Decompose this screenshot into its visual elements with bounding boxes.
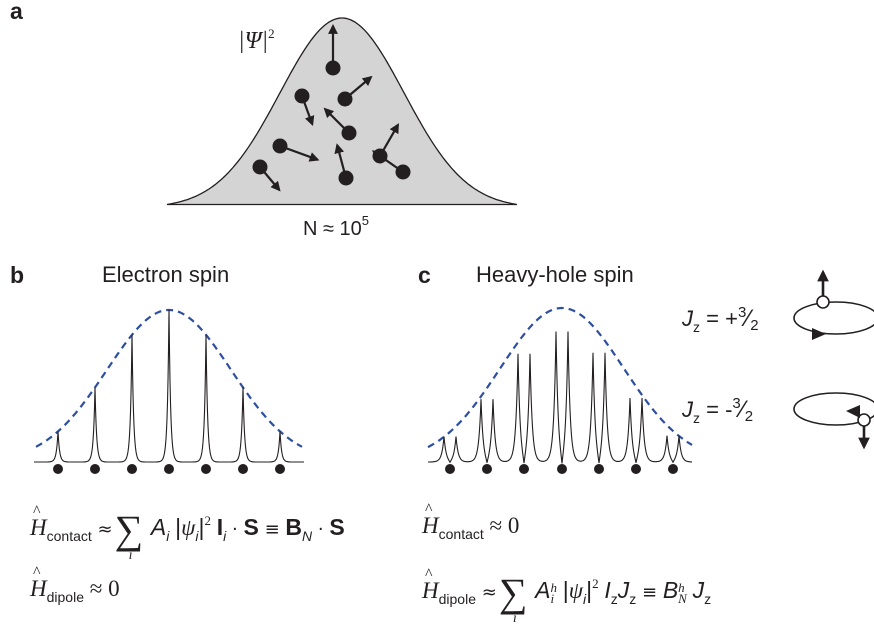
jz-plus-label: Jz = +3⁄2 [682, 304, 759, 335]
lattice-nucleus-b-2 [127, 464, 137, 474]
equiv-op: ≡ [264, 519, 280, 540]
nuclear-spin-sub: i [223, 528, 227, 544]
jz-minus-sign: = - [706, 397, 733, 422]
lattice-nucleus-c-2 [519, 464, 529, 474]
sum-symbol: ∑i [114, 507, 144, 563]
panel-b-title: Electron spin [102, 262, 230, 287]
psi-exp: 2 [204, 513, 211, 528]
eq-c1-rhs: ≈ 0 [489, 513, 520, 538]
psi-label: |Ψ| [238, 28, 269, 54]
lattice-nucleus-b-3 [164, 464, 174, 474]
lattice-nucleus-c-5 [631, 464, 641, 474]
nucleus-dot-1 [294, 88, 310, 104]
wavefunction-envelope [166, 17, 518, 206]
jz-minus-sub: z [693, 410, 700, 426]
jz-minus-j: J [682, 397, 693, 422]
electron-spin-vec: S [243, 514, 259, 540]
hole-contact-hamiltonian: Hcontact ≈ 0 [422, 501, 520, 542]
hole-envelope-dashed [427, 306, 693, 449]
nucleus-dot-8 [252, 159, 268, 175]
panel-c-label: c [418, 262, 431, 288]
psi-exponent: 2 [268, 26, 275, 41]
nucleus-dot-4 [272, 138, 288, 154]
overhauser-field-sub: N [302, 528, 313, 544]
lattice-nucleus-c-6 [668, 464, 678, 474]
jz-minus-num: 3 [732, 395, 741, 412]
nuclear-spin-vec: I [216, 514, 224, 540]
electron-nuclei-row [53, 464, 285, 474]
electron-dipole-hamiltonian: Hdipole ≈ 0 [30, 564, 120, 605]
coef-ah-sup: h [550, 579, 557, 595]
nucleus-dot-6 [338, 170, 354, 186]
panel-a-label: a [10, 0, 23, 24]
hole-field: B [662, 577, 679, 603]
jz2-sub: z [704, 591, 712, 607]
lattice-nucleus-c-0 [445, 464, 455, 474]
nuclei-count-exponent: 5 [361, 213, 370, 228]
nucleus-dot-3 [341, 125, 357, 141]
panel-b-label: b [10, 262, 25, 288]
jz-minus-label: Jz = -3⁄2 [682, 395, 754, 426]
jz2-op: J [692, 577, 705, 603]
psi-i-sub: i [195, 528, 199, 544]
electron-contact-peaks [34, 309, 304, 463]
electron-contact-hamiltonian: Hcontact ≈∑i Ai |ψi|2 Ii · S ≡ BN · S [30, 503, 345, 563]
jz-plus-sign: = + [706, 306, 738, 331]
nuclear-spins-group [252, 24, 411, 192]
jz-sub: z [629, 591, 637, 607]
psi-i-c-sub: i [582, 591, 587, 607]
jz-plus-den: 2 [750, 317, 759, 334]
iz-sub: z [610, 591, 618, 607]
hole-dipolar-peaks [428, 331, 692, 464]
nucleus-dot-7 [395, 164, 411, 180]
dot-op: · [232, 519, 238, 540]
hole-field-sup: h [678, 579, 685, 595]
jz-op: J [617, 577, 630, 603]
eq-b2-lhs-sub: dipole [46, 589, 84, 605]
jz-minus-den: 2 [744, 408, 754, 425]
nucleus-dot-2 [337, 91, 353, 107]
nucleus-dot-0 [325, 60, 341, 76]
hole-field-sub: N [678, 590, 687, 606]
lattice-nucleus-b-5 [238, 464, 248, 474]
nuclei-count-base: N ≈ 10 [303, 218, 362, 240]
coef-a-sub: i [166, 528, 170, 544]
panel-c-title: Heavy-hole spin [476, 262, 634, 287]
coef-ah-sub: i [550, 590, 555, 606]
psi-c-exp: 2 [592, 576, 599, 591]
eq-b2-rhs: ≈ 0 [89, 576, 120, 601]
lattice-nucleus-b-0 [53, 464, 63, 474]
hole-nuclei-row [445, 464, 678, 474]
psi-i-c: ψ [568, 578, 583, 603]
lattice-nucleus-b-4 [201, 464, 211, 474]
psi-i: ψ [181, 515, 196, 540]
electron-spin-vec-2: S [329, 514, 345, 540]
jz-plus-sub: z [693, 319, 700, 335]
overhauser-field: B [285, 514, 303, 540]
eq-b1-lhs-sub: contact [46, 528, 92, 544]
lattice-nucleus-c-1 [482, 464, 492, 474]
eq-c2-lhs-sub: dipole [438, 591, 476, 607]
hole-dipole-hamiltonian: Hdipole ≈∑i Ahi |ψi|2 IzJz ≡ BhN Jz [422, 566, 712, 626]
jz-plus-j: J [682, 306, 693, 331]
lattice-nucleus-c-4 [594, 464, 604, 474]
jz-plus-num: 3 [737, 304, 747, 321]
lattice-nucleus-b-1 [90, 464, 100, 474]
coef-ah: A [535, 577, 551, 603]
lattice-nucleus-b-6 [275, 464, 285, 474]
spin-down-orbit-icon [793, 392, 874, 450]
psi-squared-label: |Ψ|2 [238, 26, 275, 55]
nuclei-count-label: N ≈ 105 [303, 213, 369, 241]
eq-c1-lhs-sub: contact [438, 526, 484, 542]
lattice-nucleus-c-3 [557, 464, 567, 474]
coef-a: A [150, 514, 167, 540]
spin-up-orbit-icon [793, 269, 874, 340]
equiv-op-c: ≡ [641, 582, 658, 603]
iz-op: I [604, 577, 611, 603]
sum-symbol-c: ∑i [498, 570, 528, 626]
